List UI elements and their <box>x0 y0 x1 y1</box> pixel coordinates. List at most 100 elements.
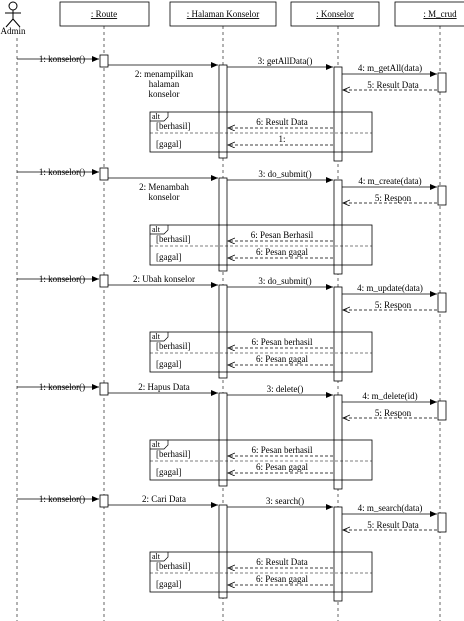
message-label: halaman <box>149 79 180 89</box>
message-label: 2: Menambah <box>139 182 189 192</box>
message-label: 3: getAllData() <box>258 56 313 66</box>
guard-label: [gagal] <box>156 139 181 149</box>
message-label: 4: m_getAll(data) <box>358 63 422 73</box>
alt-tab <box>150 332 169 342</box>
alt-fragment <box>149 331 373 373</box>
activation-m-crud <box>437 72 447 93</box>
activation-route <box>99 167 109 181</box>
activation-route <box>99 54 109 68</box>
message-label: 2: Cari Data <box>142 494 186 504</box>
message-label: konselor <box>149 89 180 99</box>
alt-fragment <box>149 551 373 593</box>
message-label: 5: Respon <box>375 408 412 418</box>
message-label: 1: konselor() <box>39 382 85 392</box>
alt-label: alt <box>152 225 161 234</box>
section-ubah: 1: konselor() 2: Ubah konselor 3: do_submi… <box>17 274 447 382</box>
return-label: 6: Pesan gagal <box>256 247 308 257</box>
activation-konselor <box>333 66 343 162</box>
message-label: 2: Hapus Data <box>138 382 190 392</box>
guard-label: [berhasil] <box>156 234 190 244</box>
message-label: 3: search() <box>266 496 304 506</box>
message-label: 5: Respon <box>375 300 412 310</box>
message-label: 4: m_update(data) <box>357 283 423 293</box>
section-tampil: 1: konselor() 2: menampilkanhalamankonsel… <box>17 54 447 162</box>
actor-label: Admin <box>0 26 26 36</box>
lifeline-label-route: : Route <box>91 9 117 19</box>
activation-route <box>99 382 109 396</box>
activation-m-crud <box>437 400 447 421</box>
guard-label: [gagal] <box>156 467 181 477</box>
alt-fragment <box>149 224 373 266</box>
alt-label: alt <box>152 440 161 449</box>
lifeline-header-m-crud: : M_crud <box>394 1 464 27</box>
message-label: 5: Respon <box>375 193 412 203</box>
message-label: 2: Ubah konselor <box>133 274 195 284</box>
message-label: 3: do_submit() <box>258 276 311 286</box>
guard-label: [berhasil] <box>156 449 190 459</box>
message-label: 3: do_submit() <box>258 169 311 179</box>
activation-m-crud <box>437 185 447 206</box>
message-label: 2: menampilkan <box>135 69 194 79</box>
guard-label: [berhasil] <box>156 341 190 351</box>
return-label: 6: Pesan berhasil <box>252 337 313 347</box>
activation-halaman-konselor <box>218 177 228 272</box>
return-label: 6: Pesan gagal <box>256 574 308 584</box>
message-label: 5: Result Data <box>367 80 419 90</box>
activation-m-crud <box>437 512 447 533</box>
activation-konselor <box>333 506 343 602</box>
message-label: 5: Result Data <box>367 520 419 530</box>
alt-fragment <box>149 111 373 153</box>
message-label: konselor <box>149 192 180 202</box>
return-label: 1: <box>278 134 285 144</box>
alt-tab <box>150 552 169 562</box>
return-label: 6: Result Data <box>256 117 308 127</box>
lifeline-label-halaman-konselor: : Halaman Konselor <box>187 9 259 19</box>
lifeline-header-halaman-konselor: : Halaman Konselor <box>169 1 277 27</box>
lifeline-header-route: : Route <box>59 1 150 27</box>
guard-label: [gagal] <box>156 359 181 369</box>
message-label: 1: konselor() <box>39 494 85 504</box>
return-label: 6: Pesan Berhasil <box>251 230 314 240</box>
activation-halaman-konselor <box>218 504 228 599</box>
return-label: 6: Result Data <box>256 557 308 567</box>
lifeline-label-m-crud: : M_crud <box>423 9 457 19</box>
activation-route <box>99 494 109 508</box>
guard-label: [berhasil] <box>156 121 190 131</box>
activation-m-crud <box>437 292 447 313</box>
message-label: 1: konselor() <box>39 274 85 284</box>
actor-admin: Admin <box>0 1 26 36</box>
message-label: 4: m_search(data) <box>358 503 423 513</box>
guard-label: [gagal] <box>156 579 181 589</box>
message-label: 3: delete() <box>267 384 304 394</box>
alt-label: alt <box>152 552 161 561</box>
activation-halaman-konselor <box>218 284 228 379</box>
activation-halaman-konselor <box>218 64 228 159</box>
alt-fragment <box>149 439 373 481</box>
section-cari: 1: konselor() 2: Cari Data 3: search() 4: m… <box>17 494 447 602</box>
activation-route <box>99 274 109 288</box>
activation-konselor <box>333 179 343 275</box>
guard-label: [berhasil] <box>156 561 190 571</box>
message-label: 4: m_create(data) <box>358 176 421 186</box>
return-label: 6: Pesan berhasil <box>252 445 313 455</box>
message-label: 4: m_delete(id) <box>362 391 417 401</box>
message-label: 1: konselor() <box>39 54 85 64</box>
alt-tab <box>150 112 169 122</box>
lifeline-header-konselor: : Konselor <box>290 1 380 27</box>
alt-tab <box>150 440 169 450</box>
activation-konselor <box>333 394 343 490</box>
guard-label: [gagal] <box>156 252 181 262</box>
message-label: 1: konselor() <box>39 167 85 177</box>
alt-label: alt <box>152 332 161 341</box>
message-sections: 1: konselor()2: menampilkanhalamankonsel… <box>17 54 447 602</box>
lifeline-label-konselor: : Konselor <box>316 9 354 19</box>
alt-label: alt <box>152 112 161 121</box>
activation-halaman-konselor <box>218 392 228 487</box>
section-hapus: 1: konselor() 2: Hapus Data 3: delete() 4: … <box>17 382 447 490</box>
activation-konselor <box>333 286 343 382</box>
return-label: 6: Pesan gagal <box>256 462 308 472</box>
return-label: 6: Pesan gagal <box>256 354 308 364</box>
alt-tab <box>150 225 169 235</box>
